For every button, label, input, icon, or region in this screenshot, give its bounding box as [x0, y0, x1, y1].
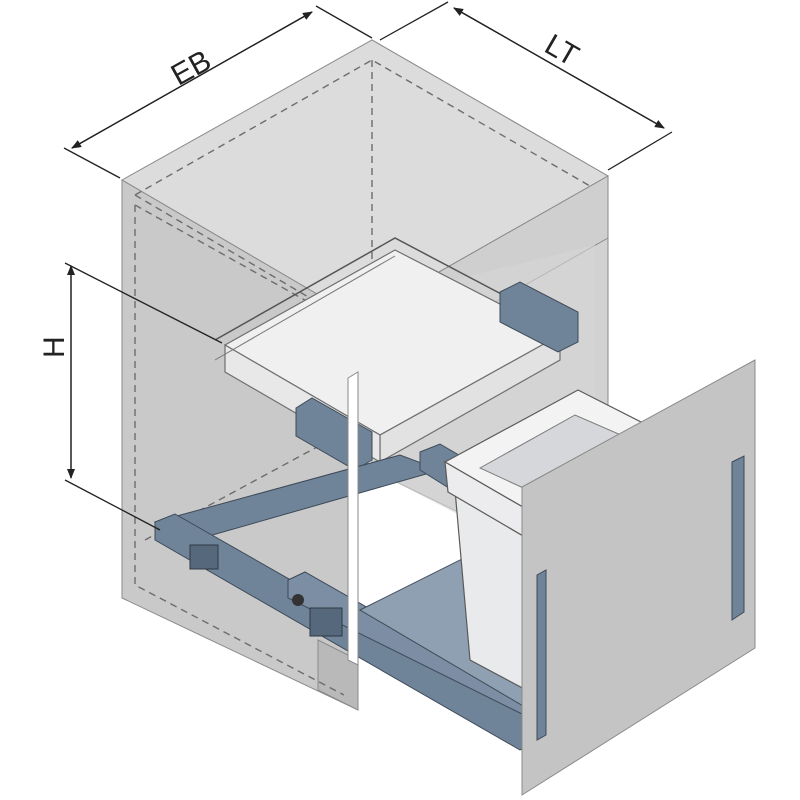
- upper-drawer: [214, 237, 579, 471]
- drawer-bracket-right: [499, 281, 579, 353]
- door-bracket-right: [731, 455, 745, 621]
- slide-block-left: [189, 544, 219, 570]
- drawer-rail-left: [214, 237, 506, 341]
- drawer-rail-left-inner: [214, 255, 396, 361]
- dimension-label-depth: LT: [539, 28, 584, 73]
- slide-roller: [292, 594, 304, 606]
- dimension-lines: [63, 1, 673, 531]
- door-edge: [347, 371, 359, 666]
- dimension-label-height: H: [38, 336, 71, 358]
- slide-block-mid: [309, 607, 343, 637]
- hidden-edge-lines: [134, 59, 591, 696]
- door-bracket-left: [536, 569, 547, 741]
- dimension-label-width: EB: [166, 44, 217, 92]
- door-front-panel: [521, 359, 756, 796]
